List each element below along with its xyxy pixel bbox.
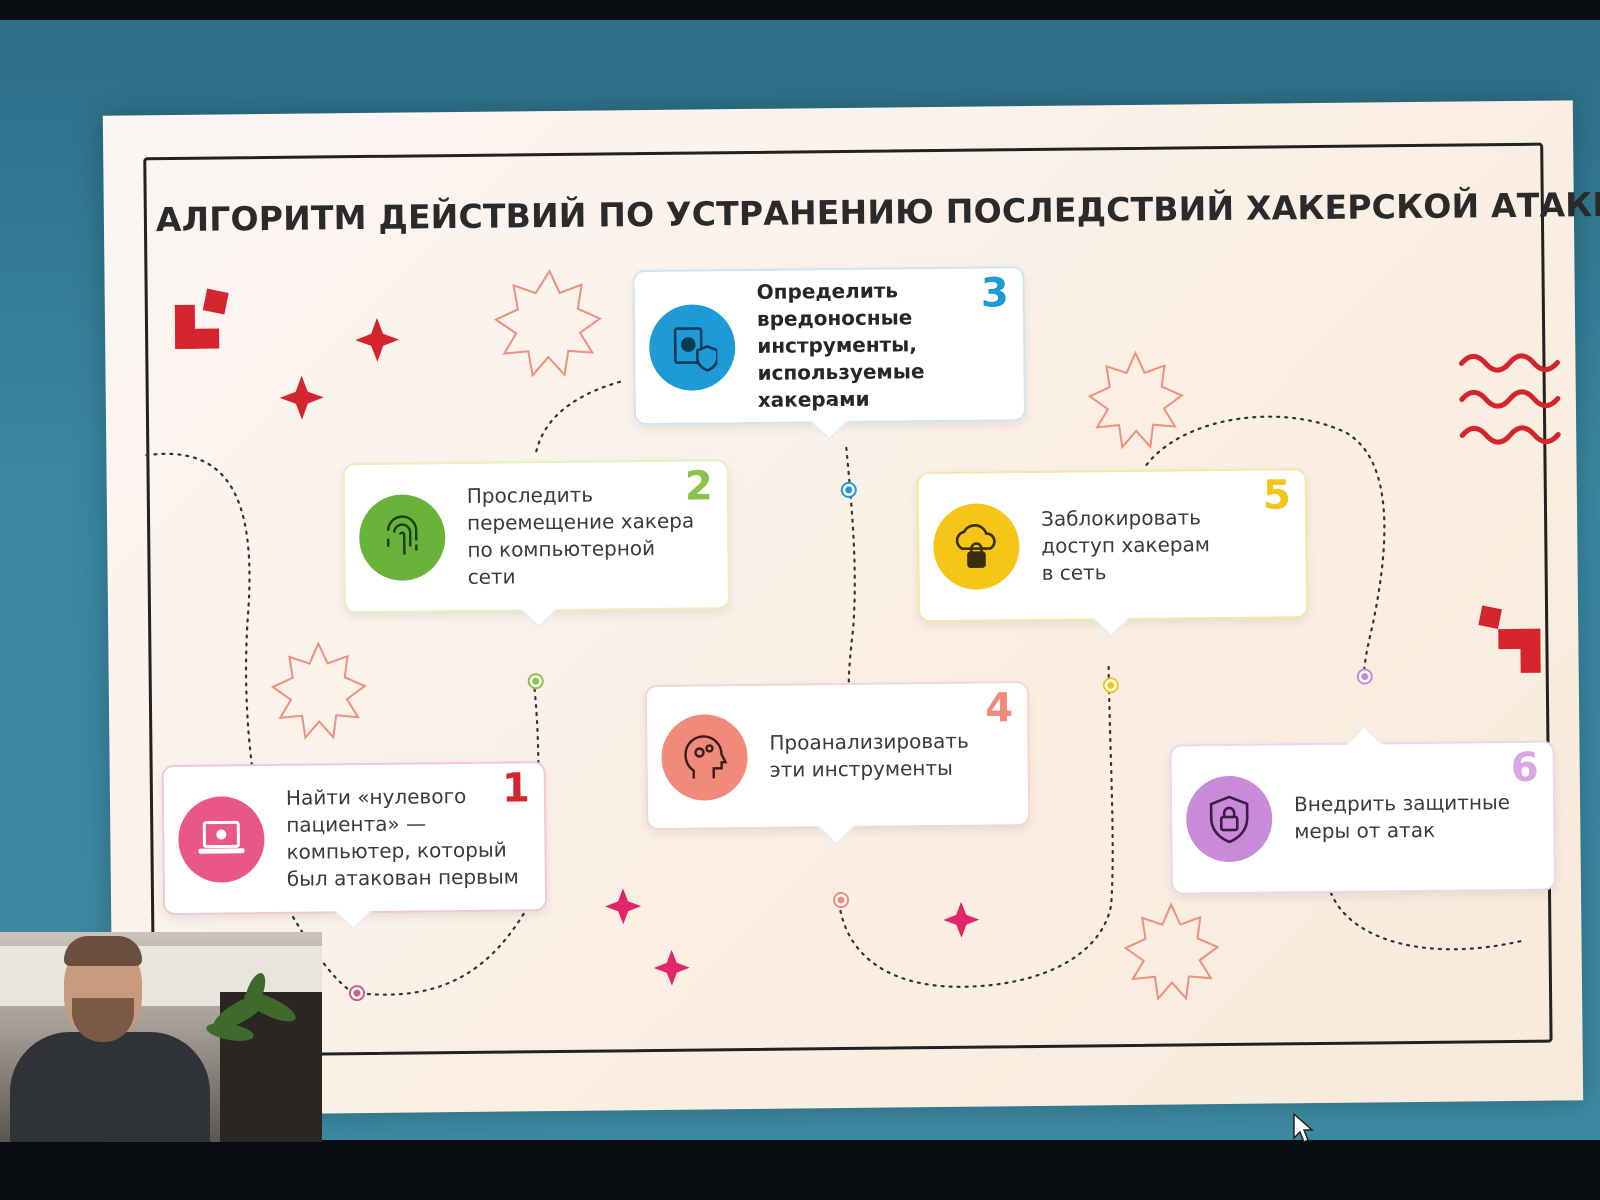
person-hair: [64, 936, 142, 966]
step-text: Проследить перемещение хакера по компьют…: [466, 482, 695, 589]
presentation-slide: АЛГОРИТМ ДЕЙСТВИЙ ПО УСТРАНЕНИЮ ПОСЛЕДСТ…: [102, 100, 1600, 1116]
step-number: 3: [980, 270, 1009, 317]
step-card-3: Определить вредоносные инструменты, испо…: [632, 266, 1027, 441]
person-body: [10, 1032, 210, 1142]
step-card-4: Проанализировать эти инструменты 4: [644, 681, 1031, 846]
step-card-1: Найти «нулевого пациента» — компьютер, к…: [161, 761, 548, 931]
step-number: 4: [984, 685, 1014, 732]
step-number: 6: [1510, 744, 1539, 792]
step-card-2: Проследить перемещение хакера по компьют…: [342, 459, 731, 629]
step-text: Внедрить защитные меры от атак: [1293, 790, 1511, 844]
step-number: 5: [1262, 472, 1292, 519]
fingerprint-icon: [358, 494, 446, 582]
bug-shield-icon: [648, 303, 736, 391]
slide-decorations: [145, 268, 1561, 1002]
step-text: Проанализировать эти инструменты: [769, 728, 969, 782]
monitor-screen: АЛГОРИТМ ДЕЙСТВИЙ ПО УСТРАНЕНИЮ ПОСЛЕДСТ…: [0, 20, 1600, 1142]
step-text: Определить вредоносные инструменты, испо…: [756, 278, 925, 412]
step-card-5: Заблокировать доступ хакерам в сеть 5: [916, 468, 1309, 638]
laptop-bug-icon: [177, 796, 265, 883]
cloud-lock-icon: [932, 503, 1020, 591]
head-gears-icon: [661, 713, 749, 801]
step-card-6: Внедрить защитные меры от атак 6: [1169, 725, 1556, 895]
webcam-video: [0, 932, 322, 1142]
step-number: 2: [684, 463, 713, 510]
step-text: Найти «нулевого пациента» — компьютер, к…: [285, 783, 519, 891]
shield-lock-icon: [1185, 775, 1273, 863]
person-beard: [72, 998, 134, 1042]
step-text: Заблокировать доступ хакерам в сеть: [1040, 504, 1210, 585]
plant-image: [206, 973, 296, 1041]
step-number: 1: [501, 765, 531, 812]
mouse-cursor-icon: [1293, 1112, 1314, 1144]
